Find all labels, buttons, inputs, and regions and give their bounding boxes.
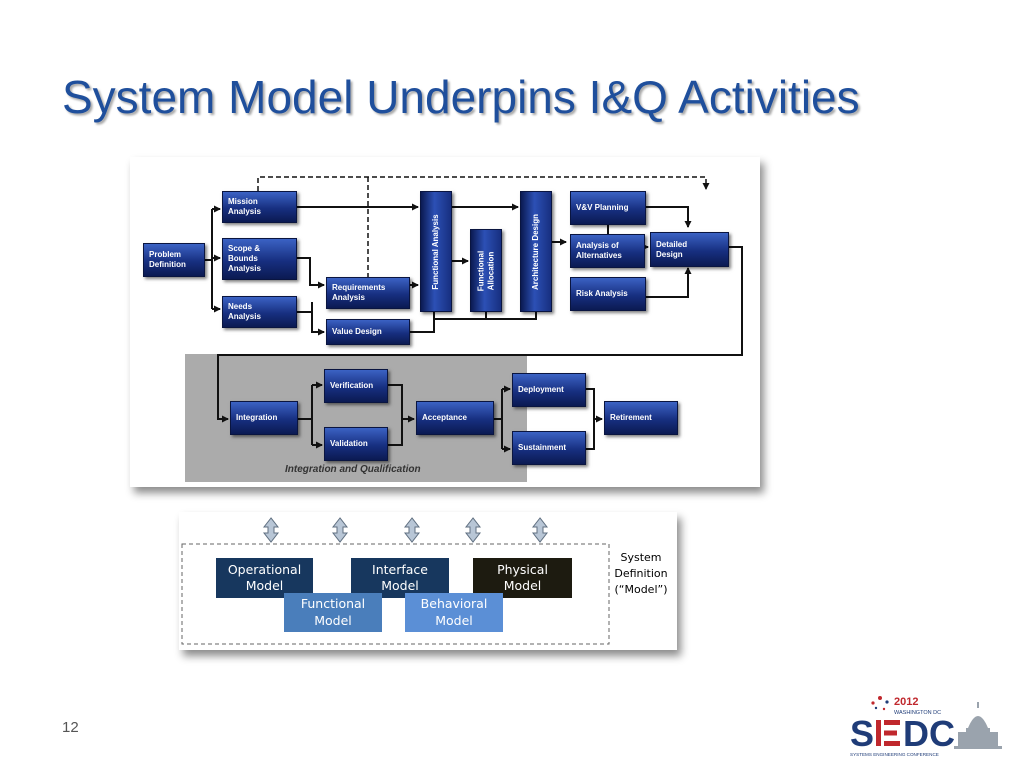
interface-model-box: Interface Model: [351, 558, 449, 598]
sedc-logo: 2012 WASHINGTON DC S DC SYSTEMS ENGINEER…: [846, 690, 1004, 760]
sedc-logo-graphic: 2012 WASHINGTON DC S DC SYSTEMS ENGINEER…: [850, 696, 1002, 757]
capitol-dome-icon: [954, 702, 1002, 749]
node-analysis-of-alternatives: Analysis of Alternatives: [570, 234, 645, 268]
svg-text:SYSTEMS ENGINEERING CONFERENCE: SYSTEMS ENGINEERING CONFERENCE: [850, 752, 939, 757]
model-connectors: [181, 517, 610, 645]
sedc-e-letter-icon: [876, 720, 900, 746]
node-verification: Verification: [324, 369, 388, 403]
fireworks-icon: [871, 696, 889, 711]
process-flow-diagram: Integration and Qualification: [130, 157, 760, 487]
node-value-design: Value Design: [326, 319, 410, 345]
node-detailed-design: Detailed Design: [650, 232, 729, 267]
functional-model-box: Functional Model: [284, 593, 382, 632]
node-mission-analysis: Mission Analysis: [222, 191, 297, 223]
flow-connectors: [205, 176, 743, 453]
behavioral-model-box: Behavioral Model: [405, 593, 503, 632]
physical-model-box: Physical Model: [473, 558, 572, 598]
node-functional-allocation: Functional Allocation: [470, 229, 502, 312]
node-acceptance: Acceptance: [416, 401, 494, 435]
node-needs-analysis: Needs Analysis: [222, 296, 297, 328]
node-functional-analysis: Functional Analysis: [420, 191, 452, 312]
svg-text:2012: 2012: [894, 696, 918, 708]
double-arrow-icons: [263, 517, 548, 543]
node-risk-analysis: Risk Analysis: [570, 277, 646, 311]
page-number: 12: [62, 719, 79, 736]
node-problem-definition: Problem Definition: [143, 243, 205, 277]
node-vv-planning: V&V Planning: [570, 191, 646, 225]
node-requirements-analysis: Requirements Analysis: [326, 277, 410, 309]
svg-text:WASHINGTON DC: WASHINGTON DC: [894, 710, 941, 716]
node-sustainment: Sustainment: [512, 431, 586, 465]
system-model-panel: Operational Model Interface Model Physic…: [179, 512, 677, 650]
node-retirement: Retirement: [604, 401, 678, 435]
slide-title: System Model Underpins I&Q Activities: [62, 71, 860, 123]
node-integration: Integration: [230, 401, 298, 435]
node-architecture-design: Architecture Design: [520, 191, 552, 312]
integration-qualification-caption: Integration and Qualification: [285, 464, 421, 475]
system-definition-label: System Definition (“Model”): [614, 551, 668, 596]
svg-text:S: S: [850, 713, 874, 754]
node-validation: Validation: [324, 427, 388, 461]
operational-model-box: Operational Model: [216, 558, 313, 598]
node-scope-bounds-analysis: Scope & Bounds Analysis: [222, 238, 297, 280]
svg-text:DC: DC: [903, 713, 955, 754]
node-deployment: Deployment: [512, 373, 586, 407]
